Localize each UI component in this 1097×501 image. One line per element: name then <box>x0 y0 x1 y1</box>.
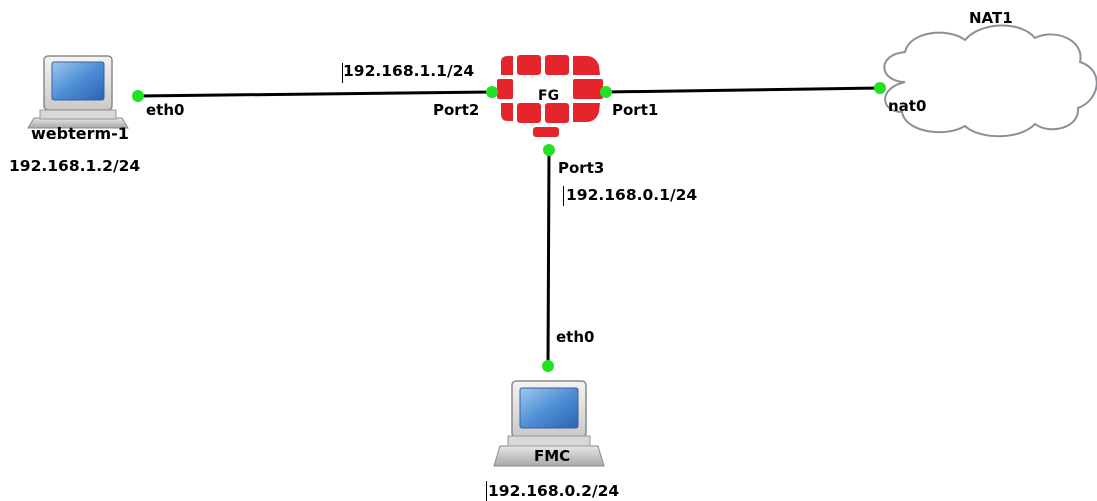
link-fortigate-nat[interactable] <box>605 86 881 94</box>
fortigate-firewall-icon[interactable] <box>497 55 603 137</box>
port-dot-fmc-eth0[interactable] <box>542 360 554 372</box>
port-dot-fg-port3[interactable] <box>543 144 555 156</box>
link-webterm-fg-subnet-label: 192.168.1.1/24 <box>343 62 475 80</box>
subnet-label-marker <box>342 63 343 83</box>
fmc-ip-label: 192.168.0.2/24 <box>488 482 620 500</box>
port-dot-fg-port2[interactable] <box>486 86 498 98</box>
webterm-computer-icon[interactable] <box>27 55 129 129</box>
link-fortigate-fmc[interactable] <box>546 149 551 367</box>
webterm-ip-label: 192.168.1.2/24 <box>9 157 141 175</box>
nat-name-label: NAT1 <box>969 9 1013 27</box>
nat-cloud-icon[interactable] <box>883 24 1097 138</box>
fg-port1-label: Port1 <box>612 101 659 119</box>
fg-port3-label: Port3 <box>558 159 605 177</box>
fg-port2-label: Port2 <box>433 101 480 119</box>
fmc-computer-icon[interactable] <box>493 380 605 467</box>
fmc-eth0-port-label: eth0 <box>556 328 595 346</box>
fortigate-name-label: FG <box>538 88 560 104</box>
subnet-label-marker <box>563 186 564 206</box>
fmc-name-label: FMC <box>534 447 571 465</box>
nat0-port-label: nat0 <box>888 97 927 115</box>
webterm-name-label: webterm-1 <box>31 124 129 143</box>
link-fg-fmc-subnet-label: 192.168.0.1/24 <box>566 186 698 204</box>
port-dot-webterm-eth0[interactable] <box>132 90 144 102</box>
port-dot-fg-port1[interactable] <box>600 86 612 98</box>
subnet-label-marker <box>486 481 487 501</box>
webterm-eth0-port-label: eth0 <box>146 101 185 119</box>
link-webterm-fortigate[interactable] <box>137 90 493 98</box>
port-dot-nat0[interactable] <box>874 82 886 94</box>
